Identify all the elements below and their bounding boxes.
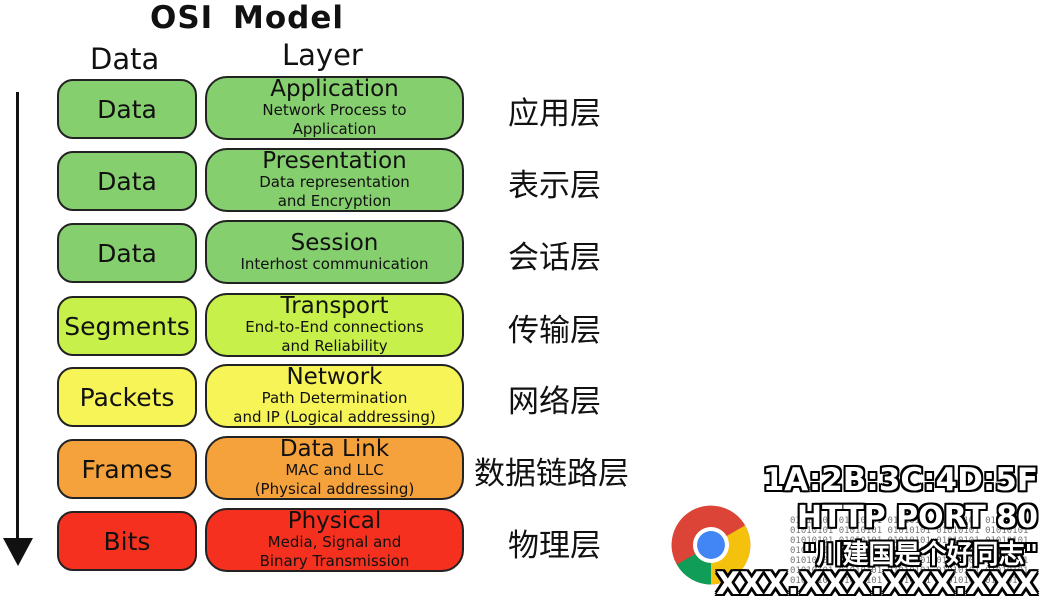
layer-description: and Reliability xyxy=(281,337,388,356)
quote-text: "川建国是个好同志" xyxy=(802,540,1038,570)
layer-name: Session xyxy=(290,229,379,256)
data-unit-pill: Segments xyxy=(57,296,197,356)
layer-name: Presentation xyxy=(262,148,407,175)
layer-name: Network xyxy=(286,364,383,391)
layer-name: Transport xyxy=(280,293,389,320)
chinese-layer-name: 网络层 xyxy=(508,384,601,420)
layer-description: Media, Signal and xyxy=(267,533,402,552)
chinese-layer-name: 传输层 xyxy=(508,313,601,349)
layer-name: Application xyxy=(270,76,399,103)
ip-address-text: XXX.XXX.XXX.XXX xyxy=(715,566,1038,602)
data-column-header: Data xyxy=(90,42,160,76)
chinese-layer-name: 应用层 xyxy=(508,96,601,132)
arrow-head xyxy=(3,538,33,566)
http-port-text: HTTP PORT 80 xyxy=(796,500,1038,535)
layer-description: Network Process to xyxy=(262,101,407,120)
layer-description: Application xyxy=(292,120,377,139)
layer-description: End-to-End connections xyxy=(245,318,424,337)
arrow-shaft xyxy=(16,92,19,542)
data-unit-pill: Data xyxy=(57,79,197,139)
layer-description: Binary Transmission xyxy=(259,552,410,571)
chinese-layer-name: 会话层 xyxy=(508,240,601,276)
layer-description: Data representation xyxy=(259,173,410,192)
data-unit-pill: Bits xyxy=(57,511,197,571)
data-unit-pill: Frames xyxy=(57,439,197,499)
data-unit-pill: Data xyxy=(57,223,197,283)
chinese-layer-name: 物理层 xyxy=(508,528,601,564)
mac-address-text: 1A:2B:3C:4D:5F xyxy=(762,462,1038,498)
layer-description: MAC and LLC xyxy=(285,461,384,480)
layer-description: Interhost communication xyxy=(240,254,429,273)
layer-column-header: Layer xyxy=(282,38,363,72)
data-unit-pill: Packets xyxy=(57,367,197,427)
chrome-icon xyxy=(671,505,751,585)
layer-description: and Encryption xyxy=(277,192,392,211)
layer-name: Data Link xyxy=(279,436,390,463)
layer-name: Physical xyxy=(287,508,382,535)
data-unit-pill: Data xyxy=(57,151,197,211)
layer-description: Path Determination xyxy=(261,389,408,408)
diagram-title: OSI Model xyxy=(150,0,344,36)
layer-description: (Physical addressing) xyxy=(254,480,415,499)
chinese-layer-name: 数据链路层 xyxy=(474,456,629,492)
binary-watermark: 01010101 01010101 01010101 01010101 0101… xyxy=(790,516,1029,586)
layer-description: and IP (Logical addressing) xyxy=(233,408,436,427)
chinese-layer-name: 表示层 xyxy=(508,168,601,204)
